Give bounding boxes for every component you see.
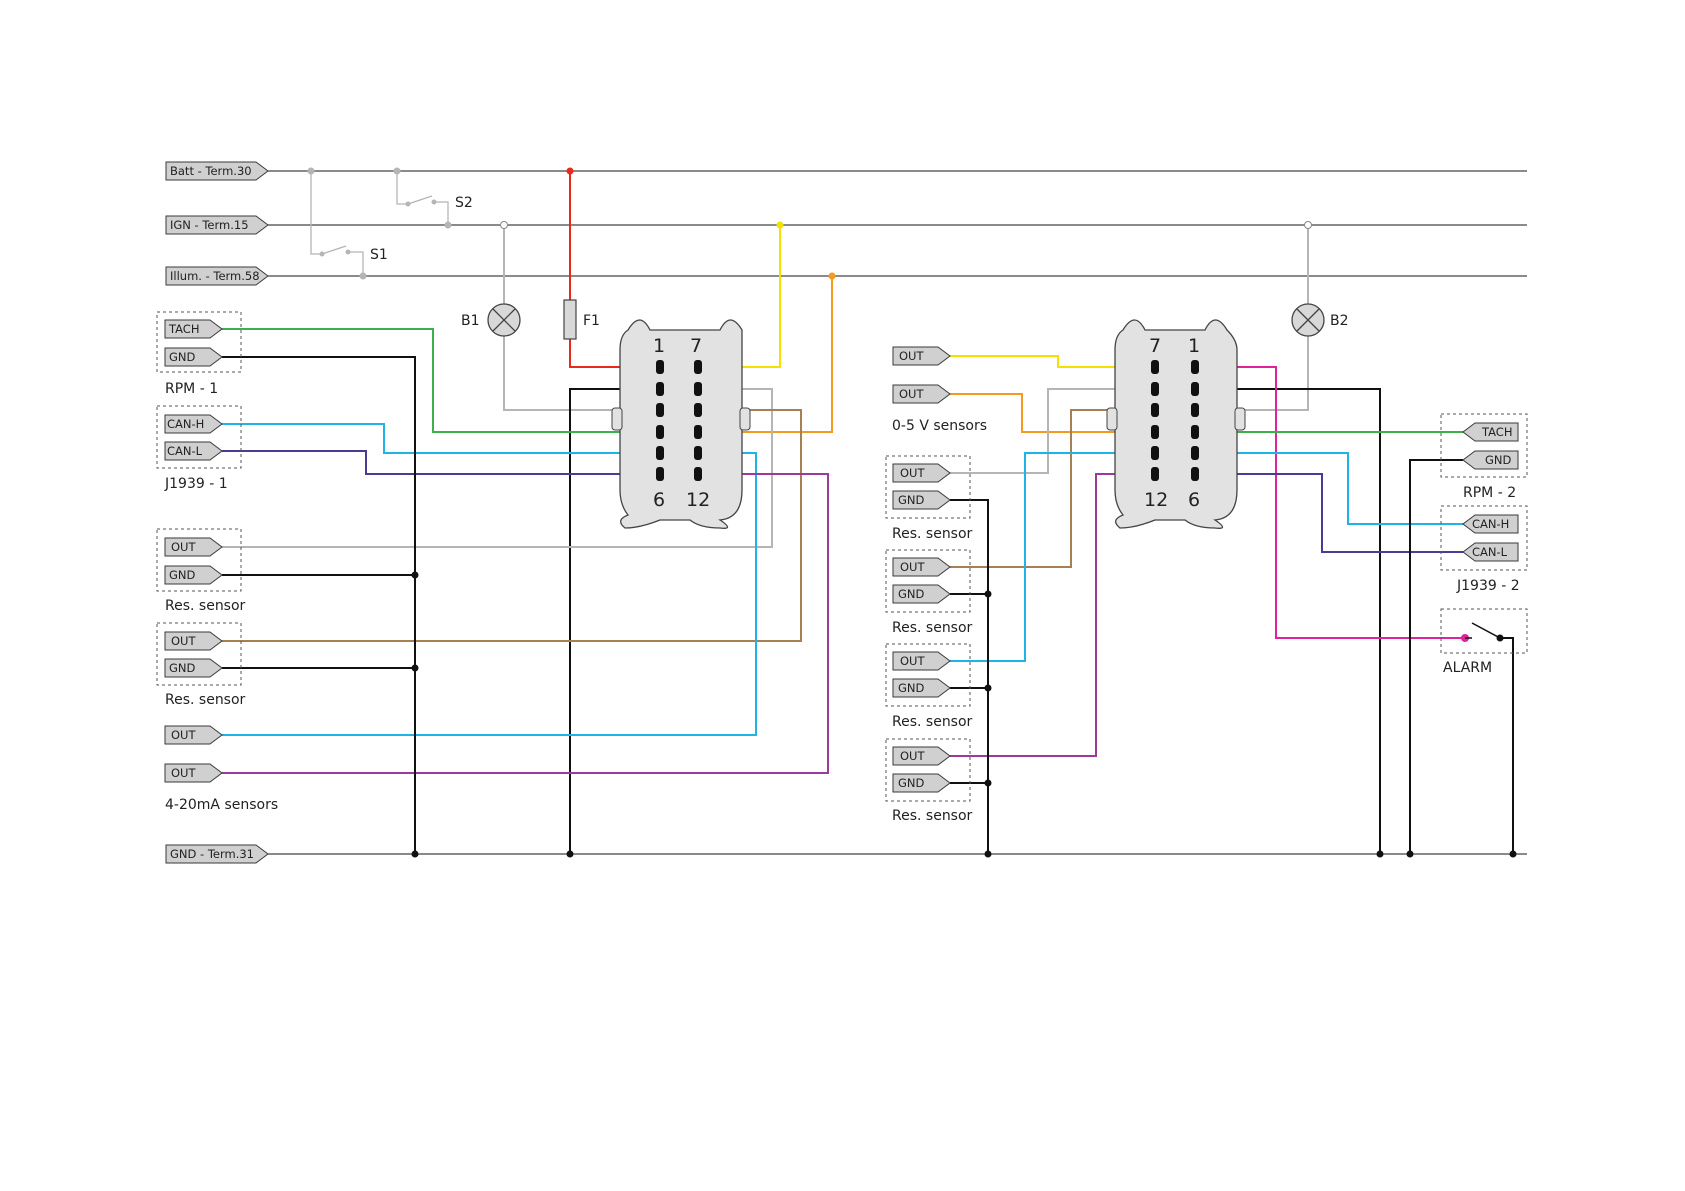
- ma-out1-tag: OUT: [171, 728, 196, 742]
- res3-label: Res. sensor: [892, 526, 973, 542]
- res6-out-tag: OUT: [900, 749, 925, 763]
- j19392-canl-tag: CAN-L: [1472, 545, 1508, 559]
- j19391-label: J1939 - 1: [164, 476, 228, 492]
- wire-canl2: [1195, 473, 1463, 553]
- wire-rpm2-gnd: [1409, 459, 1463, 854]
- switch-s1: [307, 167, 367, 280]
- res1-gnd-tag: GND: [169, 568, 196, 582]
- lamp-b1: [487, 221, 660, 411]
- fuse-f1: [563, 167, 660, 368]
- group-alarm: [1440, 608, 1528, 654]
- v05-label: 0-5 V sensors: [892, 418, 987, 434]
- switch-s2: [393, 167, 452, 229]
- rpm1-tach-tag: TACH: [168, 322, 199, 336]
- wire-canh2: [1195, 452, 1463, 525]
- lamp-b2: [1291, 303, 1325, 337]
- res5-label: Res. sensor: [892, 714, 973, 730]
- fuse-f1-label: F1: [583, 313, 600, 329]
- group-4-20ma: OUT OUT: [164, 725, 223, 783]
- rail-label-illum: Illum. - Term.58: [170, 269, 260, 283]
- lamp-b1-label: B1: [461, 313, 480, 329]
- v05-out1-tag: OUT: [899, 349, 924, 363]
- connector-1-pins: [656, 360, 702, 481]
- j19392-label: J1939 - 2: [1456, 578, 1520, 594]
- c2-pin-label-top-left: 7: [1149, 335, 1161, 357]
- group-res-sensor-3: OUT GND: [885, 455, 971, 519]
- c1-pin-label-bottom-right: 12: [686, 489, 710, 511]
- wire-v05-out1: [950, 355, 1155, 368]
- res5-out-tag: OUT: [900, 654, 925, 668]
- group-rpm-1: TACH GND: [156, 311, 242, 373]
- res4-label: Res. sensor: [892, 620, 973, 636]
- c1-pin-label-top-left: 1: [653, 335, 665, 357]
- switch-s1-label: S1: [370, 247, 388, 263]
- j19391-canh-tag: CAN-H: [167, 417, 204, 431]
- res4-out-tag: OUT: [900, 560, 925, 574]
- group-res-sensor-2: OUT GND: [156, 622, 242, 686]
- rpm2-gnd-tag: GND: [1485, 453, 1512, 467]
- rpm2-tach-tag: TACH: [1481, 425, 1512, 439]
- wire-canh1: [222, 423, 660, 454]
- wire-c2-gnd: [1195, 388, 1381, 854]
- connector-2-pins: [1151, 360, 1199, 481]
- group-res-sensor-5: OUT GND: [885, 643, 971, 707]
- ma-out2-tag: OUT: [171, 766, 196, 780]
- rpm2-label: RPM - 2: [1463, 485, 1516, 501]
- wire-illum-c1: [698, 276, 833, 433]
- res2-out-tag: OUT: [171, 634, 196, 648]
- group-res-sensor-1: OUT GND: [156, 528, 242, 592]
- c1-pin-label-top-right: 7: [690, 335, 702, 357]
- wire-alarm-gnd: [1500, 637, 1514, 854]
- wire-tach1: [222, 328, 660, 433]
- group-rpm-2: TACH GND: [1440, 413, 1528, 478]
- res1-out-tag: OUT: [171, 540, 196, 554]
- res3-gnd-tag: GND: [898, 493, 925, 507]
- j19391-canl-tag: CAN-L: [167, 444, 203, 458]
- lamp-b2-label: B2: [1330, 313, 1349, 329]
- c1-pin-label-bottom-left: 6: [653, 489, 665, 511]
- res6-label: Res. sensor: [892, 808, 973, 824]
- ma-label: 4-20mA sensors: [165, 797, 278, 813]
- res3-out-tag: OUT: [900, 466, 925, 480]
- rail-tag-ign: IGN - Term.15: [165, 215, 269, 235]
- res2-label: Res. sensor: [165, 692, 246, 708]
- switch-s2-label: S2: [455, 195, 473, 211]
- res5-gnd-tag: GND: [898, 681, 925, 695]
- res1-label: Res. sensor: [165, 598, 246, 614]
- wire-v05-out2: [950, 393, 1155, 433]
- rail-tag-batt: Batt - Term.30: [165, 161, 269, 181]
- rail-label-gnd: GND - Term.31: [170, 847, 254, 861]
- rail-tag-illum: Illum. - Term.58: [165, 266, 269, 286]
- j19392-canh-tag: CAN-H: [1472, 517, 1509, 531]
- connector-1: 1 7 6 12: [611, 319, 751, 529]
- wire-mid-gnd-bus: [950, 499, 989, 854]
- v05-out2-tag: OUT: [899, 387, 924, 401]
- alarm-label: ALARM: [1443, 660, 1492, 676]
- c2-pin-label-top-right: 1: [1188, 335, 1200, 357]
- group-0-5v: OUT OUT: [892, 346, 951, 404]
- res6-gnd-tag: GND: [898, 776, 925, 790]
- rpm1-gnd-tag: GND: [169, 350, 196, 364]
- res2-gnd-tag: GND: [169, 661, 196, 675]
- wire-ma-out2: [222, 473, 829, 774]
- c2-pin-label-bottom-right: 6: [1188, 489, 1200, 511]
- wire-canl1: [222, 450, 660, 475]
- connector-2: 7 1 12 6: [1106, 319, 1246, 529]
- wire-res3-out: [950, 388, 1155, 474]
- group-j1939-2: CAN-H CAN-L: [1440, 505, 1528, 571]
- group-res-sensor-6: OUT GND: [885, 738, 971, 802]
- rpm1-label: RPM - 1: [165, 381, 218, 397]
- rail-label-ign: IGN - Term.15: [170, 218, 249, 232]
- wire-left-gnd-bus: [222, 356, 416, 854]
- c2-pin-label-bottom-left: 12: [1144, 489, 1168, 511]
- group-j1939-1: CAN-H CAN-L: [156, 405, 242, 469]
- group-res-sensor-4: OUT GND: [885, 549, 971, 613]
- res4-gnd-tag: GND: [898, 587, 925, 601]
- rail-label-batt: Batt - Term.30: [170, 164, 252, 178]
- rail-tag-gnd: GND - Term.31: [165, 844, 269, 864]
